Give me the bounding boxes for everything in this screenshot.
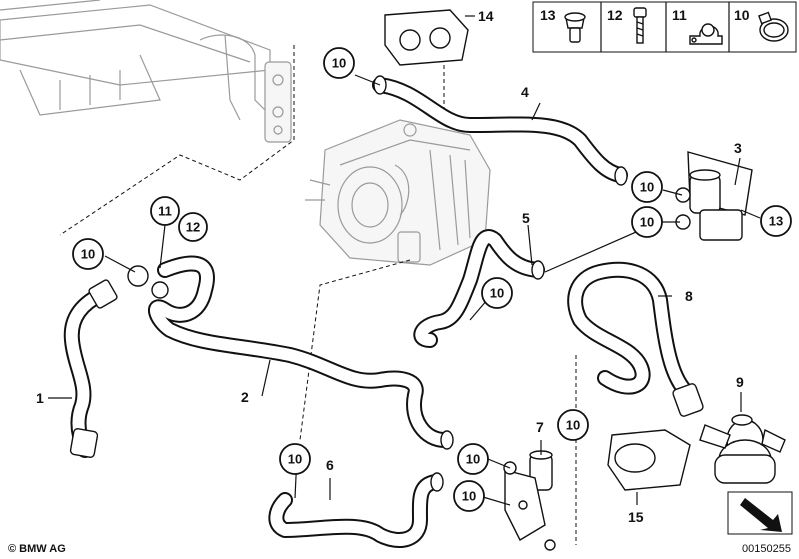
- label-part-9: 9: [736, 374, 744, 390]
- orientation-arrow-icon: [727, 491, 793, 535]
- svg-text:10: 10: [462, 489, 476, 504]
- label-part-4: 4: [521, 84, 529, 100]
- callout-10-d: 10: [72, 238, 104, 270]
- hose-4: [372, 75, 628, 186]
- callouts: 10 10 10 10 10 10 10 10: [72, 47, 792, 512]
- svg-text:13: 13: [540, 7, 556, 23]
- label-part-1: 1: [36, 390, 44, 406]
- label-part-8: 8: [685, 288, 693, 304]
- legend-item-11: 11: [672, 7, 723, 45]
- svg-text:11: 11: [158, 204, 172, 219]
- hose-5: [413, 229, 545, 348]
- callout-10-b: 10: [631, 171, 663, 203]
- callout-11: 11: [150, 196, 180, 226]
- copyright-label: © BMW AG: [8, 543, 66, 555]
- svg-text:10: 10: [288, 452, 302, 467]
- hose-1: [63, 279, 118, 458]
- hose-2: [127, 255, 454, 450]
- legend-item-13: 13: [540, 7, 586, 43]
- label-part-5: 5: [522, 210, 530, 226]
- callout-10-g: 10: [279, 443, 311, 475]
- part-numbers: 1 2 3 4 5 6 7 8 9 14 15: [36, 8, 744, 525]
- hose-8: [567, 261, 704, 417]
- label-part-15: 15: [628, 509, 644, 525]
- svg-text:10: 10: [81, 247, 95, 262]
- leaders: [48, 74, 761, 506]
- svg-text:10: 10: [490, 286, 504, 301]
- label-part-6: 6: [326, 457, 334, 473]
- small-parts-legend: 13 12 11 10: [532, 1, 797, 53]
- svg-text:10: 10: [640, 180, 654, 195]
- legend-item-10: 10: [734, 7, 789, 42]
- bracket-15: [607, 429, 691, 505]
- svg-text:13: 13: [769, 214, 783, 229]
- callout-10-e: 10: [481, 277, 513, 309]
- svg-text:10: 10: [566, 418, 580, 433]
- label-part-7: 7: [536, 419, 544, 435]
- svg-text:10: 10: [332, 56, 346, 71]
- label-part-2: 2: [241, 389, 249, 405]
- svg-text:12: 12: [607, 7, 623, 23]
- valve-7: [503, 440, 556, 551]
- svg-text:10: 10: [466, 452, 480, 467]
- callout-10-c: 10: [631, 206, 663, 238]
- holder-14: [384, 9, 475, 66]
- svg-text:12: 12: [186, 220, 200, 235]
- callout-13: 13: [760, 205, 792, 237]
- brand-text: BMW AG: [19, 543, 66, 555]
- callout-10-a: 10: [323, 47, 355, 79]
- label-part-14: 14: [478, 8, 494, 24]
- valve-assembly-3: [675, 151, 753, 241]
- auxiliary-heater-ghost: [305, 119, 491, 266]
- svg-text:10: 10: [640, 215, 654, 230]
- svg-text:10: 10: [734, 7, 750, 23]
- diagram-code: 00150255: [742, 543, 791, 555]
- callout-10-f: 10: [557, 409, 589, 441]
- hose-6: [268, 472, 444, 548]
- pump-9: [699, 392, 786, 484]
- callout-10-h: 10: [457, 443, 489, 475]
- label-part-3: 3: [734, 140, 742, 156]
- assembly-lines: [59, 30, 577, 545]
- heater-core-ghost: [0, 0, 292, 143]
- svg-text:11: 11: [672, 7, 687, 23]
- callout-12: 12: [178, 212, 208, 242]
- callout-10-i: 10: [453, 480, 485, 512]
- legend-item-12: 12: [607, 7, 647, 44]
